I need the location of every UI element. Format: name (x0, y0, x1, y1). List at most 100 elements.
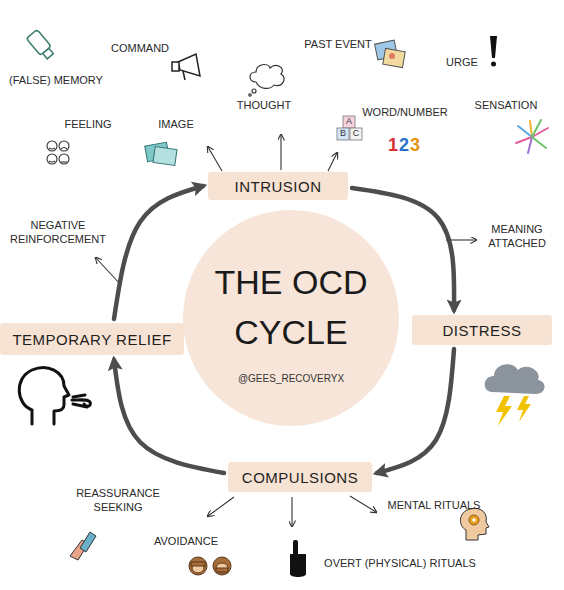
pointing-hand-icon (290, 540, 306, 577)
faces-icon-part (47, 141, 57, 151)
stage-name: INTRUSION (235, 178, 322, 195)
compulsion-type: OVERT (PHYSICAL) RITUALS (324, 556, 476, 570)
stage-name: TEMPORARY RELIEF (12, 331, 171, 348)
intrusion-type: URGE (446, 55, 478, 69)
monkeys-icon-part (216, 568, 228, 572)
usb-icon (26, 30, 55, 61)
intrusion-type: WORD/NUMBER (362, 105, 448, 119)
monkeys-icon-part (216, 563, 228, 573)
megaphone-icon-part (183, 71, 185, 80)
photos-icon-part (383, 48, 405, 67)
leader-arrow-part (96, 258, 120, 284)
exclamation-icon-part (491, 62, 496, 67)
gear-head-icon (460, 508, 489, 540)
breathing-head-icon-part (19, 368, 69, 424)
burst-icon-part (532, 137, 546, 148)
icon-digit: 1 (388, 134, 398, 157)
stage-band: INTRUSION (208, 172, 348, 200)
leader-arrow-part (350, 496, 376, 512)
megaphone-icon (172, 54, 200, 80)
cycle-note: NEGATIVE REINFORCEMENT (2, 218, 114, 247)
burst-icon (516, 120, 548, 153)
compulsion-type: AVOIDANCE (154, 534, 218, 548)
faces-icon-part (59, 154, 69, 164)
monkeys-icon-part (192, 563, 204, 573)
intrusion-type: IMAGE (158, 117, 193, 131)
faces-icon (47, 141, 69, 164)
burst-icon-part (528, 137, 532, 153)
cycle-circle: THE OCD CYCLE @GEES_RECOVERYX (183, 210, 399, 426)
monkeys-icon-part (191, 562, 205, 566)
intrusion-type: FEELING (64, 117, 111, 131)
photos-icon (375, 40, 406, 68)
intrusion-type: PAST EVENT (304, 37, 371, 51)
photos-icon-part (389, 53, 395, 59)
leader-arrow-part (328, 153, 337, 171)
hands-icon-part (80, 532, 96, 552)
thought-cloud-icon-part (252, 89, 256, 93)
burst-icon-part (532, 120, 541, 137)
cycle-title: THE OCD CYCLE (201, 258, 381, 357)
block-letter: B (340, 128, 346, 140)
faces-icon-part (47, 154, 57, 164)
letter-blocks-icon (337, 116, 362, 140)
faces-icon-part (61, 161, 67, 162)
intrusion-type: (FALSE) MEMORY (9, 73, 103, 87)
breathing-head-icon-part (73, 395, 85, 397)
pointing-hand-icon-part (293, 540, 298, 556)
breathing-head-icon (19, 368, 90, 424)
faces-icon-part (49, 161, 55, 162)
author-handle: @GEES_RECOVERYX (238, 373, 344, 384)
stage-band: DISTRESS (412, 315, 552, 345)
letter-blocks-icon-part (350, 128, 362, 140)
block-letter: C (353, 128, 360, 140)
stage-band: TEMPORARY RELIEF (0, 323, 184, 355)
breathing-head-icon-part (72, 400, 90, 406)
intrusion-type: SENSATION (475, 98, 538, 112)
leader-arrow-part (208, 497, 234, 516)
intrusion-type: THOUGHT (237, 98, 291, 112)
letter-blocks-icon-part (337, 128, 349, 140)
thought-cloud-icon (249, 65, 284, 97)
gear-head-icon-part (472, 518, 476, 522)
image-icon-part (153, 147, 177, 166)
exclamation-icon-part (490, 36, 497, 58)
gear-head-icon-part (460, 508, 489, 540)
hands-icon (70, 532, 96, 560)
block-letter: A (346, 116, 352, 128)
compulsion-type: MENTAL RITUALS (388, 498, 481, 512)
megaphone-icon-part (178, 54, 200, 76)
storm-cloud-icon (485, 364, 545, 426)
compulsion-type: REASSURANCE SEEKING (68, 486, 168, 515)
storm-cloud-icon-part (485, 364, 545, 394)
stage-band: COMPULSIONS (228, 462, 372, 492)
leader-arrow-part (208, 147, 222, 171)
cycle-arrow (377, 349, 454, 473)
megaphone-icon-part (172, 62, 179, 71)
faces-icon-part (61, 148, 67, 150)
storm-cloud-icon-part (496, 396, 512, 426)
letter-blocks-icon-part (343, 116, 355, 128)
storm-cloud-icon-part (517, 396, 531, 422)
usb-icon-part (43, 48, 54, 59)
thought-cloud-icon-part (250, 65, 284, 89)
stage-name: COMPULSIONS (242, 469, 358, 486)
faces-icon-part (49, 148, 55, 149)
icon-digit: 2 (399, 134, 409, 157)
monkeys-icon-part (213, 557, 231, 575)
leader-arrow-part (291, 497, 292, 526)
cycle-note: MEANING ATTACHED (477, 222, 557, 251)
gear-head-icon-part (469, 515, 479, 525)
exclamation-icon (490, 36, 497, 67)
image-icon (145, 142, 177, 165)
burst-icon-part (516, 137, 532, 143)
pointing-hand-icon-part (290, 554, 306, 577)
burst-icon-part (518, 126, 532, 137)
intrusion-type: COMMAND (111, 41, 169, 55)
leader-arrow-part (280, 135, 281, 170)
monkeys-icon-part (189, 557, 207, 575)
stage-name: DISTRESS (442, 322, 521, 339)
monkeys-icon (189, 557, 231, 575)
faces-icon-part (59, 141, 69, 151)
icon-digit: 3 (410, 134, 420, 157)
